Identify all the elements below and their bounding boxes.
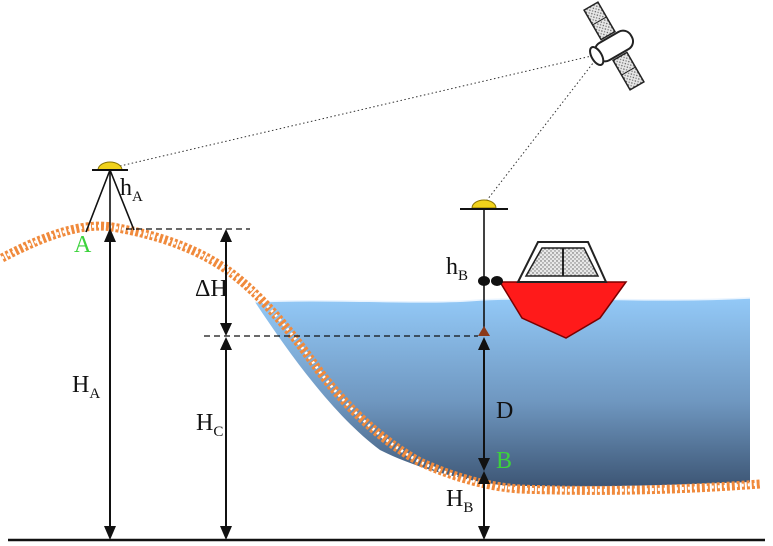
delta-h-dimension [220,229,232,336]
satellite-icon [583,1,645,91]
height-c-label: HC [196,410,223,440]
height-c-dimension [220,337,232,540]
tripod [85,169,135,233]
height-a-label: HA [72,372,100,402]
water-surface [254,297,751,303]
depth-label: D [496,398,513,424]
boat-icon [478,241,628,339]
height-a-dimension [104,228,116,540]
depth-dimension [478,337,490,471]
height-b-dimension [478,471,490,540]
terrain-band-inner [1,224,761,492]
height-b-label: HB [446,486,473,516]
gps-antenna-icon [92,161,128,171]
delta-h-label: ΔH [195,276,228,302]
antenna-height-b-label: hB [446,254,468,284]
transducer [478,326,490,336]
antenna-height-a-label: hA [120,175,143,205]
point-a-label: A [74,232,92,258]
link-to-receiver-b [483,53,601,205]
point-b-label: B [496,448,512,474]
gps-antenna-icon [460,199,508,210]
link-to-receiver-a [119,53,601,167]
